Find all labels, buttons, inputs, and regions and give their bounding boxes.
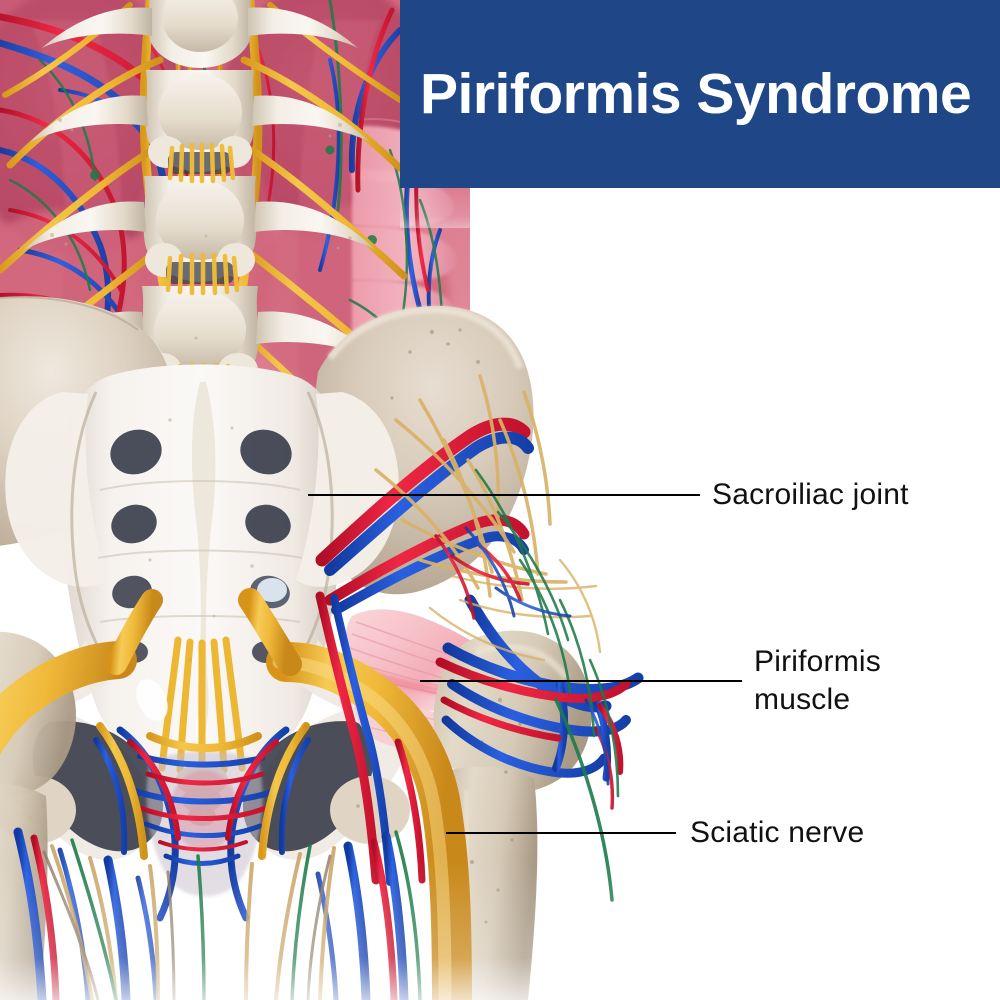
bottom-fade xyxy=(0,860,1000,1000)
leader-line-piriformis-muscle xyxy=(420,680,742,682)
pelvic-plexus xyxy=(93,722,311,922)
label-sciatic-nerve: Sciatic nerve xyxy=(690,816,865,849)
label-piriformis-muscle: Piriformis muscle xyxy=(754,645,881,716)
leader-line-sacroiliac-joint xyxy=(308,494,700,496)
leader-line-sciatic-nerve xyxy=(446,832,676,834)
label-sacroiliac-joint: Sacroiliac joint xyxy=(712,478,909,511)
page-title: Piriformis Syndrome xyxy=(420,62,972,126)
title-banner: Piriformis Syndrome xyxy=(400,0,1000,188)
